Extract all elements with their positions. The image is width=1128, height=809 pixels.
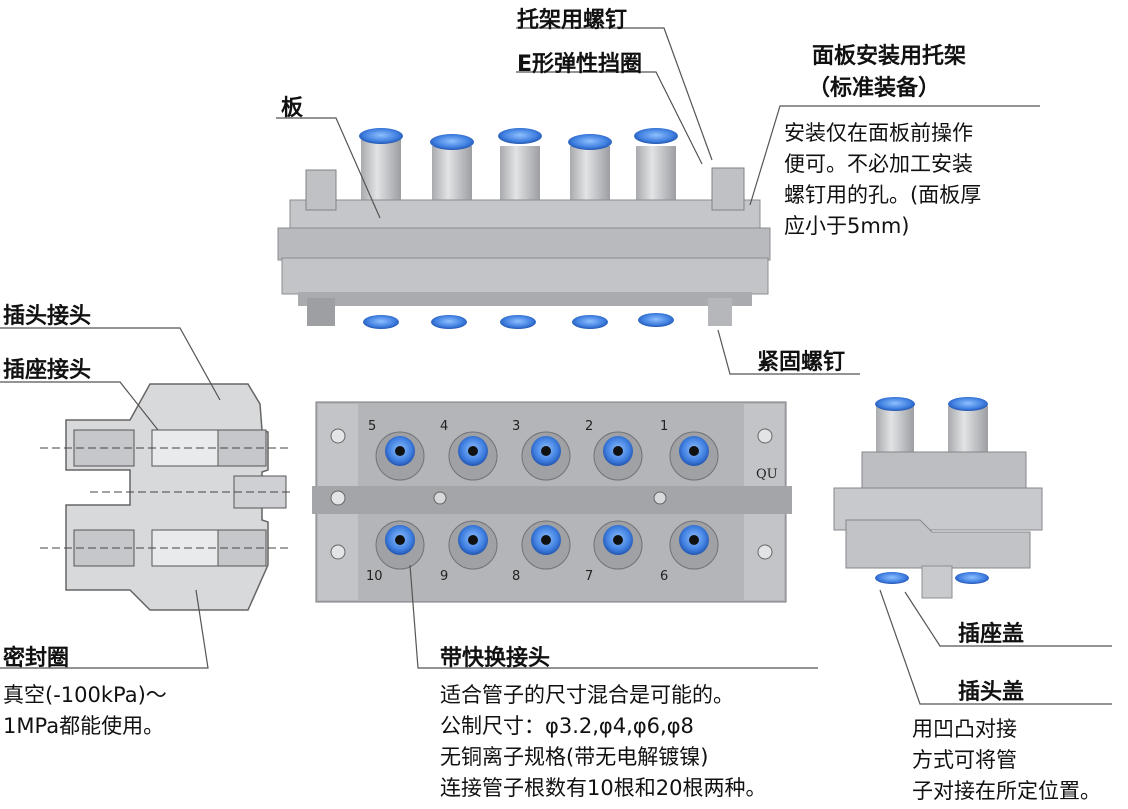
leader-lines bbox=[0, 27, 1112, 705]
top-product-image bbox=[277, 128, 771, 329]
svg-text:7: 7 bbox=[585, 569, 593, 584]
label-e-ring: E形弹性挡圈 bbox=[517, 52, 643, 77]
svg-text:2: 2 bbox=[585, 419, 593, 434]
label-panel-bracket-std: （标准装备） bbox=[808, 76, 941, 101]
label-socket-joint: 插座接头 bbox=[3, 358, 92, 383]
bracket-note: 安装仅在面板前操作便可。不必加工安装螺钉用的孔。(面板厚应小于5mm) bbox=[784, 121, 982, 238]
svg-text:9: 9 bbox=[440, 569, 448, 584]
svg-text:1: 1 bbox=[660, 419, 668, 434]
svg-text:3: 3 bbox=[512, 419, 520, 434]
label-plug-joint: 插头接头 bbox=[3, 304, 92, 329]
front-view-image: QU 5 4 3 2 1 10 9 8 7 6 bbox=[312, 401, 792, 603]
seal-note: 真空(-100kPa)～1MPa都能使用。 bbox=[3, 683, 167, 738]
svg-text:4: 4 bbox=[440, 419, 448, 434]
cap-note: 用凹凸对接方式可将管子对接在所定位置。 bbox=[912, 717, 1101, 803]
label-quick-fitting: 带快换接头 bbox=[440, 646, 551, 671]
label-plug-cap: 插头盖 bbox=[958, 680, 1025, 705]
label-set-screw: 紧固螺钉 bbox=[757, 350, 846, 375]
label-board: 板 bbox=[281, 96, 304, 121]
svg-text:6: 6 bbox=[660, 569, 668, 584]
cross-section-image bbox=[40, 383, 290, 611]
label-socket-cap: 插座盖 bbox=[958, 622, 1025, 647]
label-seal-ring: 密封圈 bbox=[3, 646, 70, 671]
label-panel-bracket: 面板安装用托架 bbox=[812, 44, 967, 69]
svg-text:5: 5 bbox=[368, 419, 376, 434]
svg-text:10: 10 bbox=[366, 569, 383, 584]
label-bracket-screw: 托架用螺钉 bbox=[517, 8, 628, 33]
mark-qu: QU bbox=[756, 467, 778, 482]
svg-text:8: 8 bbox=[512, 569, 520, 584]
end-view-image bbox=[833, 397, 1043, 599]
